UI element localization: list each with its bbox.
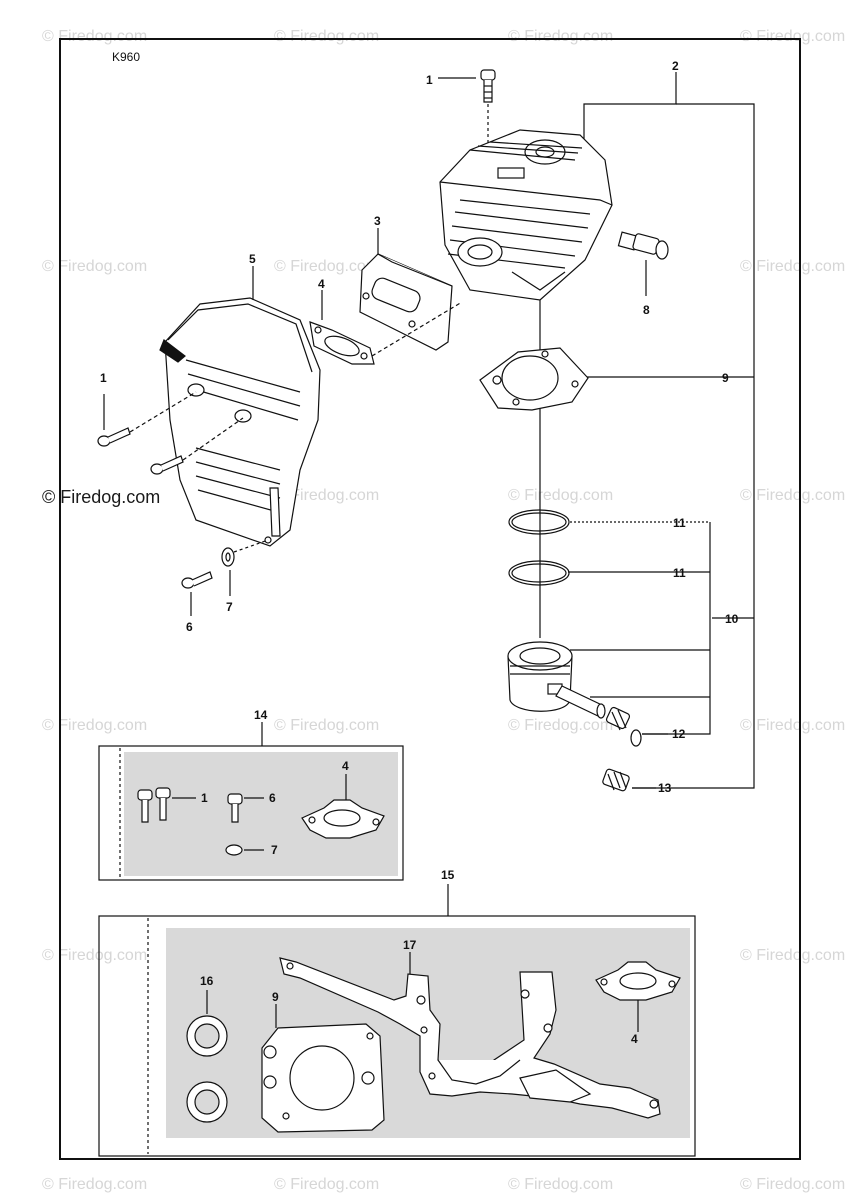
watermark: © Firedog.com (740, 947, 846, 964)
callout-label: 2 (672, 59, 679, 73)
piston-ring-lower (508, 560, 570, 586)
piston-pin (555, 685, 606, 719)
watermark-primary: © Firedog.com (42, 487, 161, 507)
bracket-10 (642, 522, 711, 735)
bearing-13 (602, 768, 656, 792)
callout-label: 17 (403, 938, 417, 952)
callout-label: 15 (441, 868, 455, 882)
callout-label: 9 (272, 990, 279, 1004)
callout-label: 3 (374, 214, 381, 228)
watermark: © Firedog.com (508, 28, 614, 45)
callout-label: 1 (426, 73, 433, 87)
watermark: © Firedog.com (508, 487, 614, 504)
muffler-gasket (309, 290, 463, 365)
watermark: © Firedog.com (740, 487, 846, 504)
watermark: © Firedog.com (740, 717, 846, 734)
muffler (159, 266, 321, 547)
callout-label: 13 (658, 781, 672, 795)
watermark: © Firedog.com (274, 258, 380, 275)
decompression-valve (617, 231, 669, 296)
watermark: © Firedog.com (42, 28, 148, 45)
muffler-gasket-block (359, 228, 453, 351)
cylinder (439, 129, 613, 301)
callout-label: 7 (226, 600, 233, 614)
watermark: © Firedog.com (42, 717, 148, 734)
kit-15 (98, 884, 696, 1157)
watermark: © Firedog.com (274, 717, 380, 734)
muffler-screw-a (97, 391, 197, 447)
screw-6 (181, 571, 213, 616)
callout-label: 4 (631, 1032, 638, 1046)
piston-ring-upper (508, 509, 570, 535)
kit-14 (98, 722, 404, 881)
callout-label: 11 (673, 566, 686, 580)
watermark: © Firedog.com (42, 258, 148, 275)
circlip (630, 729, 642, 747)
needle-bearing (605, 706, 631, 731)
callout-label: 4 (342, 759, 349, 773)
callout-label: 14 (254, 708, 268, 722)
muffler-screw-b (150, 417, 244, 475)
callout-label: 6 (186, 620, 193, 634)
callout-label: 9 (722, 371, 729, 385)
diagram-frame (59, 38, 801, 1160)
screw-top (438, 69, 496, 178)
bracket-2-13 (632, 103, 755, 789)
callout-label: 12 (672, 727, 686, 741)
callout-label: 5 (249, 252, 256, 266)
callout-label: 16 (200, 974, 214, 988)
callout-label: 6 (269, 791, 276, 805)
watermark: © Firedog.com (740, 258, 846, 275)
callout-label: 4 (318, 277, 325, 291)
callout-label: 7 (271, 843, 278, 857)
watermark: © Firedog.com (42, 947, 148, 964)
cylinder-gasket (479, 347, 589, 411)
model-label: K960 (112, 50, 141, 64)
callout-label: 8 (643, 303, 650, 317)
watermark: © Firedog.com (508, 717, 614, 734)
watermark: © Firedog.com (274, 28, 380, 45)
watermark: © Firedog.com (740, 28, 846, 45)
watermark: © Firedog.com (508, 1176, 614, 1193)
watermark: © Firedog.com (274, 487, 380, 504)
callout-label: 1 (201, 791, 208, 805)
callout-label: 10 (725, 612, 739, 626)
watermark: © Firedog.com (42, 1176, 148, 1193)
callout-label: 11 (673, 516, 686, 530)
watermark: © Firedog.com (740, 1176, 846, 1193)
piston (507, 641, 573, 712)
washer-7 (221, 539, 269, 596)
leader-2 (583, 72, 677, 150)
watermark: © Firedog.com (274, 1176, 380, 1193)
callout-label: 1 (100, 371, 107, 385)
